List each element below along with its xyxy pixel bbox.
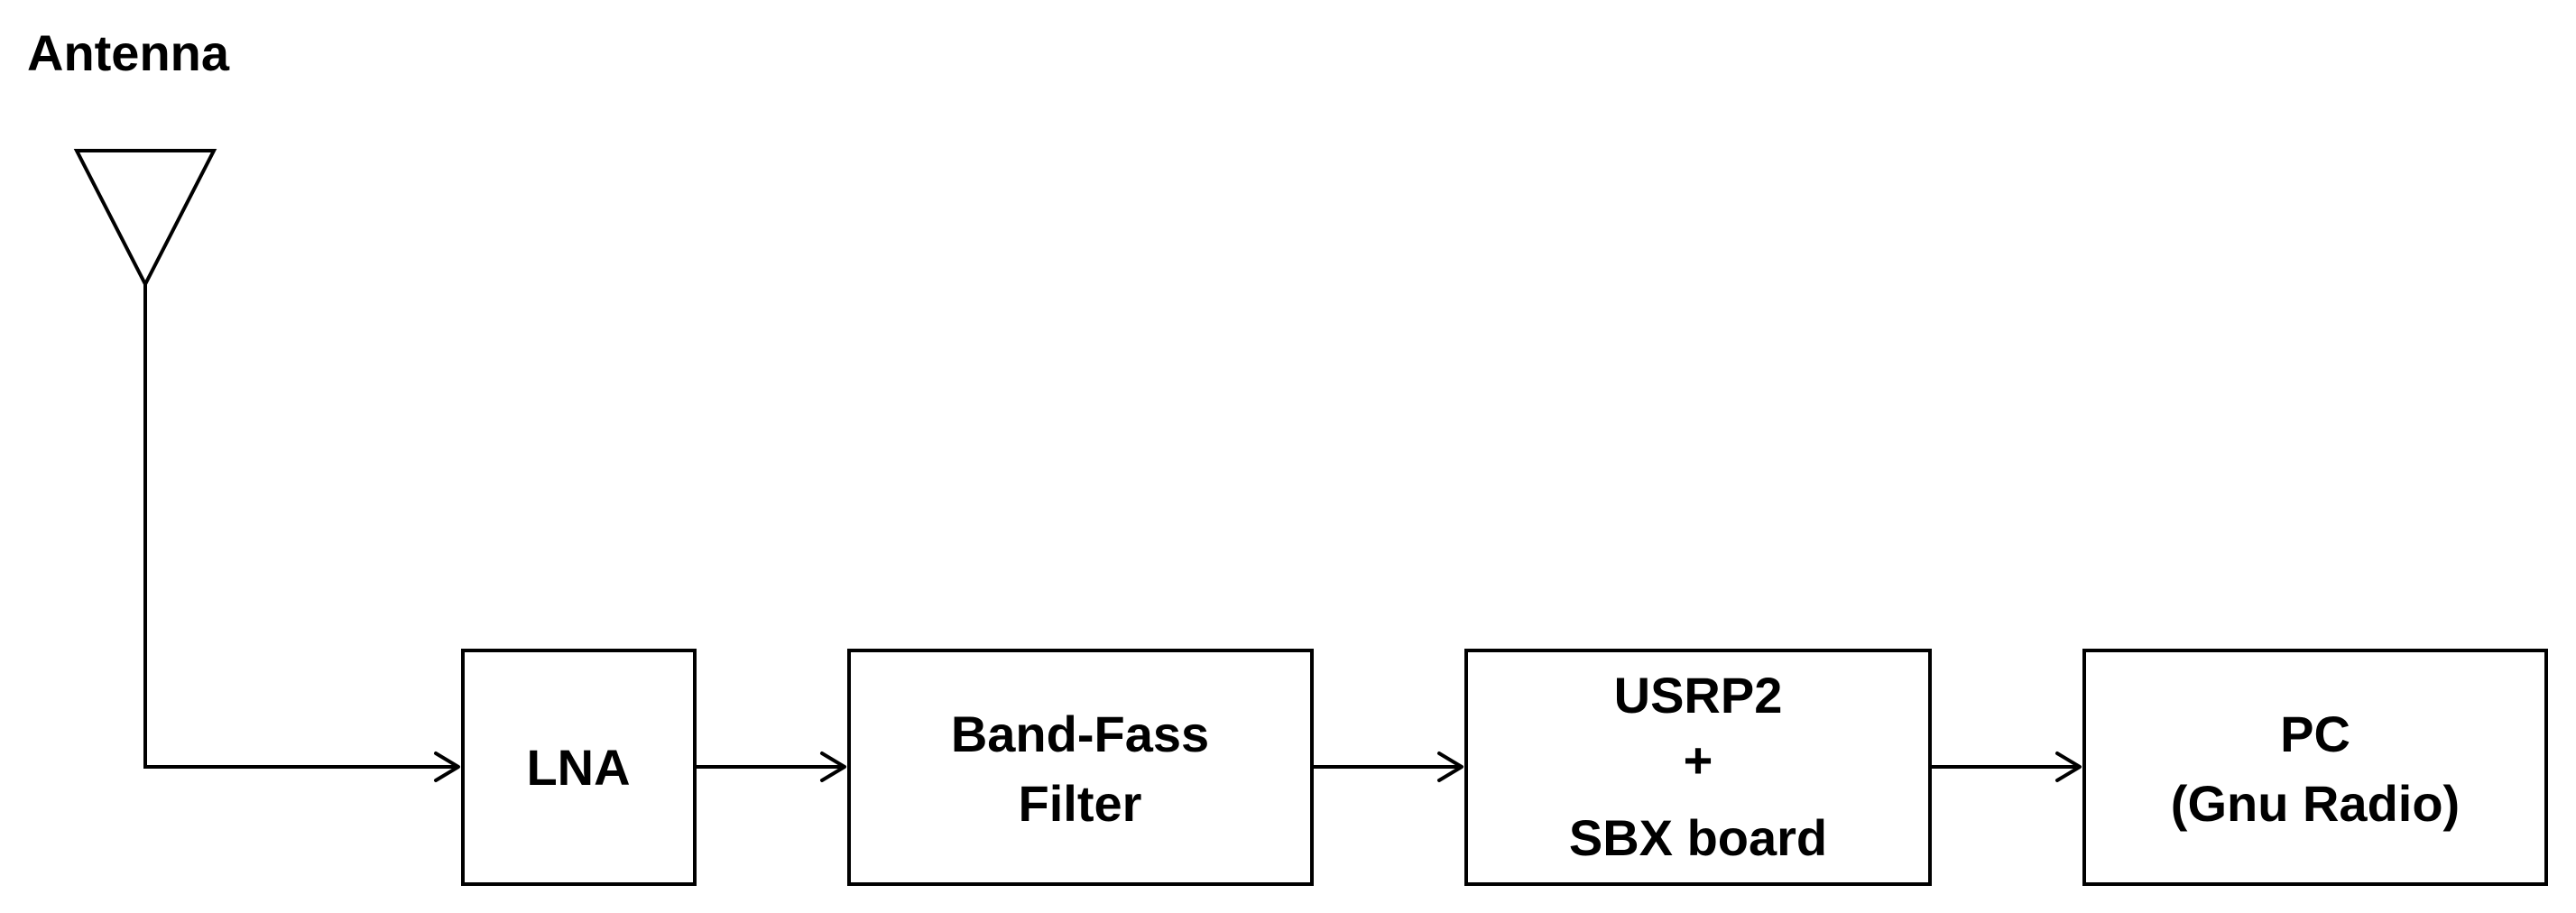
usrp-label-line2: +: [1684, 732, 1713, 788]
arrowhead-lna: [434, 752, 460, 782]
arrowhead-usrp: [1437, 752, 1463, 782]
arrowhead-pc: [2055, 752, 2082, 782]
filter-label-line1: Band-Fass: [951, 706, 1209, 762]
band-pass-filter-block: Band-Fass Filter: [847, 649, 1314, 886]
pc-block: PC (Gnu Radio): [2082, 649, 2548, 886]
antenna-icon: [73, 149, 217, 289]
lna-block: LNA: [461, 649, 697, 886]
pc-label-line2: (Gnu Radio): [2171, 775, 2460, 832]
lna-label: LNA: [526, 739, 630, 796]
connector-antenna-to-lna: [143, 284, 456, 769]
usrp-block: USRP2 + SBX board: [1464, 649, 1932, 886]
usrp-label-line1: USRP2: [1614, 667, 1783, 724]
usrp-label-line3: SBX board: [1569, 809, 1827, 866]
pc-label-line1: PC: [2280, 706, 2350, 762]
arrowhead-filter: [820, 752, 846, 782]
filter-label-line2: Filter: [1019, 775, 1142, 832]
antenna-label: Antenna: [27, 24, 230, 81]
